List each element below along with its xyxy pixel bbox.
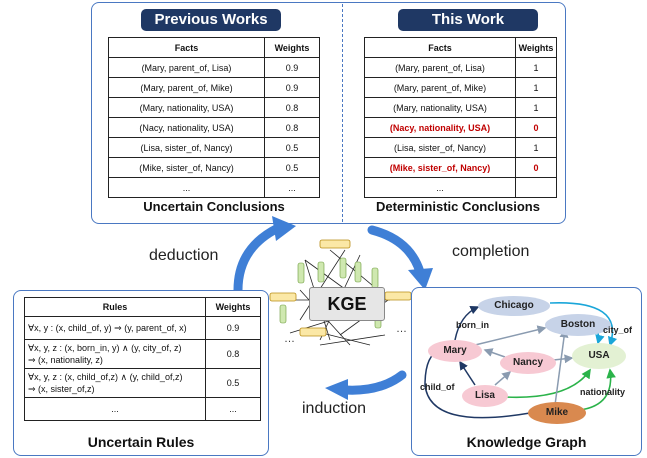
node-nancy: Nancy [500, 352, 556, 374]
induction-label: induction [302, 400, 367, 417]
edge-mike-boston [554, 328, 569, 406]
weight-cell: 0.5 [205, 368, 261, 398]
table-row: ∀x, y, z : (x, born_in, y) ∧ (y, city_of… [24, 339, 261, 369]
panel-divider [342, 4, 343, 222]
rule-line-1: ∀x, y : (x, child_of, y) ⇒ (y, parent_of… [28, 323, 187, 333]
table-row: (Mary, parent_of, Mike)1 [364, 77, 557, 98]
rule-line-1: ∀x, y, z : (x, child_of,z) ∧ (y, child_o… [28, 372, 183, 382]
kge-dots-right: … [396, 323, 407, 335]
edge-label-city-of: city_of [603, 325, 633, 335]
kge-label-box: KGE [309, 287, 385, 321]
table-row: (Lisa, sister_of, Nancy)0.5 [108, 137, 320, 158]
kge-label: KGE [327, 294, 367, 314]
edge-mary-boston [474, 325, 547, 346]
node-mike: Mike [528, 402, 586, 424]
edge-mary-chicago [454, 305, 480, 341]
completion-label: completion [452, 243, 530, 260]
this-work-header: This Work [398, 9, 538, 31]
uncertain-rules-caption: Uncertain Rules [87, 434, 195, 450]
deduction-arrow [233, 223, 283, 295]
rule-line-2: ⇒ (x, sister_of,z) [28, 384, 95, 394]
completion-arrow [367, 225, 425, 277]
table-row: ...... [108, 177, 320, 198]
table-row: ...... [24, 397, 261, 421]
weight-cell: ... [205, 397, 261, 421]
completion-arrow-head [408, 268, 433, 290]
rule-line-2: ⇒ (x, nationality, z) [28, 355, 103, 365]
induction-arrow [340, 370, 407, 395]
node-lisa: Lisa [462, 385, 508, 407]
edge-nancy-mary [483, 348, 506, 358]
induction-arrow-head [325, 379, 348, 400]
knowledge-graph-caption: Knowledge Graph [466, 434, 587, 450]
rule-line-1: ∀x, y, z : (x, born_in, y) ∧ (y, city_of… [28, 343, 182, 353]
previous-works-header: Previous Works [141, 9, 281, 31]
edge-mike-mary [424, 348, 531, 419]
table-row: (Lisa, sister_of, Nancy)1 [364, 137, 557, 158]
table-row: ∀x, y : (x, child_of, y) ⇒ (y, parent_of… [24, 316, 261, 340]
rules-table: Rules Weights ∀x, y : (x, child_of, y) ⇒… [24, 297, 261, 421]
edge-label-nationality: nationality [580, 387, 626, 397]
edge-label-born-in: born_in [456, 320, 489, 330]
table-row: (Mary, parent_of, Lisa)0.9 [108, 57, 320, 78]
rule-cell: ... [24, 397, 206, 421]
node-mary: Mary [428, 340, 482, 362]
edge-label-child-of: child_of [420, 382, 455, 392]
table-row: (Mary, nationality, USA)0.8 [108, 97, 320, 118]
edge-lisa-nancy [494, 371, 512, 386]
uncertain-conclusions-caption: Uncertain Conclusions [143, 199, 285, 214]
table-row: (Mary, nationality, USA)1 [364, 97, 557, 118]
table-row: ... [364, 177, 557, 198]
edge-mike-usa [579, 368, 616, 411]
rule-cell: ∀x, y : (x, child_of, y) ⇒ (y, parent_of… [24, 316, 206, 340]
previous-facts-table: Facts Weights (Mary, parent_of, Lisa)0.9… [108, 37, 320, 198]
this-work-facts-table: Facts Weights (Mary, parent_of, Lisa)1(M… [364, 37, 557, 198]
edge-chicago-usa [549, 302, 618, 347]
deduction-arrow-head [272, 216, 296, 241]
edge-lisa-usa [504, 368, 591, 399]
kge-dots-left: … [284, 333, 295, 345]
deterministic-conclusions-caption: Deterministic Conclusions [376, 199, 540, 214]
weight-cell: ... [264, 177, 320, 198]
deduction-label: deduction [149, 247, 219, 264]
weight-cell [515, 177, 557, 198]
edge-lisa-mary [459, 360, 476, 386]
fact-cell: ... [108, 177, 265, 198]
rule-cell: ∀x, y, z : (x, born_in, y) ∧ (y, city_of… [24, 339, 206, 369]
node-boston: Boston [545, 314, 611, 336]
rule-line-1: ... [111, 404, 119, 414]
node-chicago: Chicago [478, 296, 550, 316]
node-usa: USA [572, 343, 626, 369]
table-row: ∀x, y, z : (x, child_of,z) ∧ (y, child_o… [24, 368, 261, 398]
rule-cell: ∀x, y, z : (x, child_of,z) ∧ (y, child_o… [24, 368, 206, 398]
